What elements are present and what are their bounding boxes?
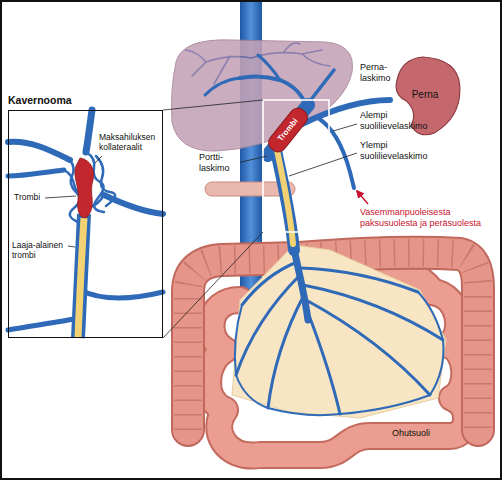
liver: [284, 43, 300, 52]
inset-illustration: [68, 246, 75, 247]
vessel-label: Portti-laskimo: [198, 152, 240, 174]
vessel-label: Alempi suolilievelaskimo: [360, 110, 444, 132]
inset-illustration: [86, 110, 92, 152]
inset-illustration: [80, 290, 163, 298]
mesentery: [232, 245, 446, 418]
mesenteric-branches: [268, 295, 304, 408]
zoom-lens: [163, 100, 329, 338]
zoom-lens: [163, 232, 263, 338]
thrombus-clot: [265, 105, 310, 155]
inset-illustration: [96, 156, 115, 206]
inset-illustration: [8, 110, 163, 338]
inset-label: Maksahiluksen kollateraalit: [99, 132, 161, 152]
liver: [302, 54, 330, 66]
inset-heading: Kavernooma: [8, 94, 72, 106]
organ-label: Ohutsuoli: [392, 428, 430, 439]
inset-illustration: [45, 156, 102, 247]
vessel-label: Ylempi suolilievelaskimo: [360, 140, 444, 162]
portal-vein: [205, 78, 240, 95]
inset-illustration: [78, 214, 84, 338]
vessel-label: Perna-laskimo: [360, 62, 400, 84]
inset-illustration: [75, 158, 94, 218]
leader-lines: [237, 124, 357, 176]
inset-illustration: [95, 156, 102, 163]
mesentery: [232, 245, 446, 418]
inset-label: Trombi: [14, 192, 40, 202]
mesenteric-branches: [303, 285, 443, 340]
liver: [192, 57, 251, 76]
zoom-lens: [163, 100, 263, 110]
mesenteric-branches: [300, 268, 418, 292]
liver: [172, 40, 353, 151]
inset-illustration: [78, 218, 84, 338]
extensive-thrombus: [277, 150, 293, 244]
mesenteric-branches: [235, 292, 444, 415]
liver: [172, 40, 353, 151]
inflow-note: Vasemmanpuoleisesta paksusuolesta ja per…: [360, 207, 494, 229]
inset-illustration: [8, 142, 70, 160]
inset-illustration: [8, 318, 79, 330]
leader-lines: [237, 156, 267, 163]
liver: [186, 50, 206, 62]
mesenteric-branches: [235, 248, 444, 415]
thrombus-clot: [265, 105, 310, 155]
organ-label: Perna: [388, 89, 462, 100]
inflow-arrow: [357, 191, 368, 204]
inflow-arrow: [357, 191, 368, 204]
leader-lines: [333, 124, 357, 131]
thrombus-clot: [265, 105, 310, 155]
portal-vein: [258, 55, 280, 80]
mesenteric-branches: [307, 310, 340, 414]
inset-illustration: [8, 110, 163, 338]
mesenteric-branches: [242, 262, 297, 305]
extensive-thrombus: [277, 150, 293, 244]
inset-label: Laaja-alainen trombi: [12, 240, 76, 260]
inset-illustration: [45, 196, 76, 198]
inset-illustration: [104, 195, 163, 214]
leader-lines: [289, 153, 357, 176]
inset-illustration: [8, 110, 163, 338]
portal-vein: [318, 118, 354, 188]
mesenteric-branches: [306, 300, 430, 395]
portal-vein: [276, 150, 294, 250]
inset-illustration: [8, 170, 64, 176]
